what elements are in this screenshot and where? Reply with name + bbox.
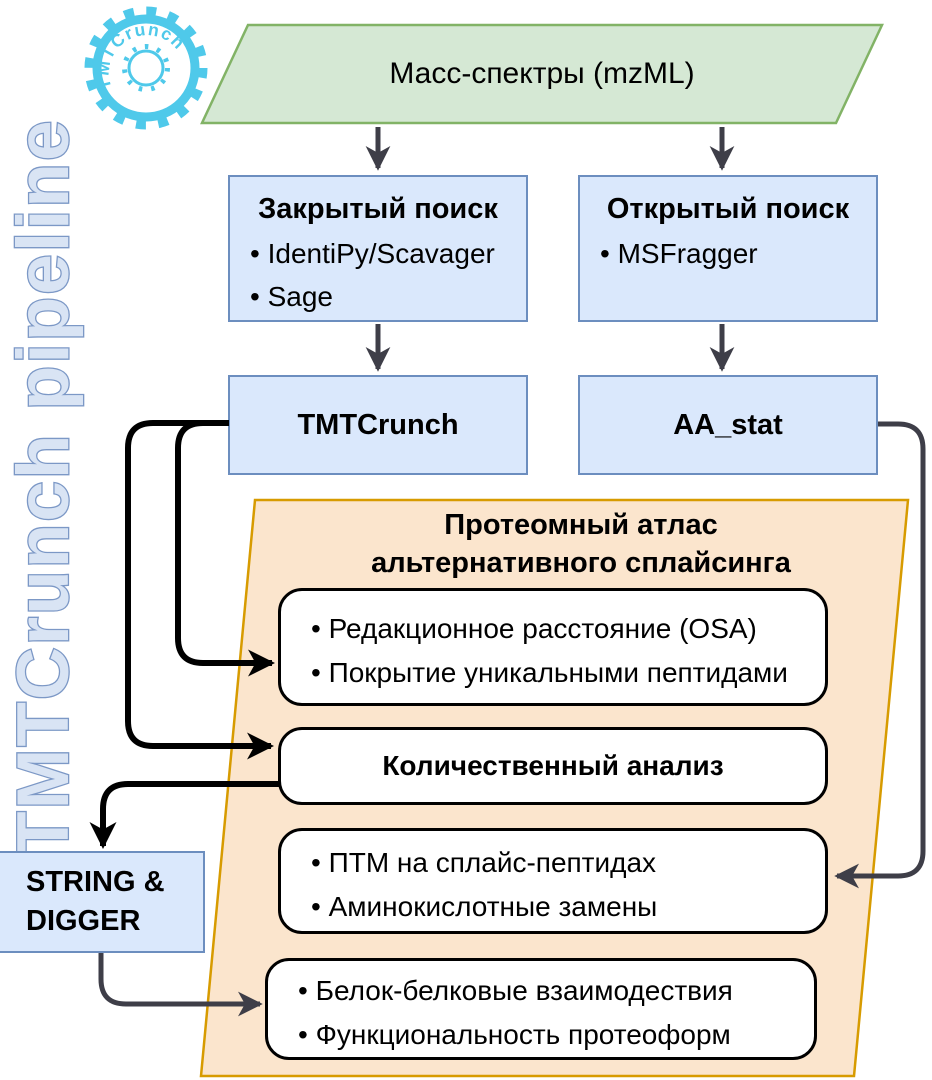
- closed-search-item: IdentiPy/Scavager: [250, 236, 526, 272]
- ptm-item: Аминокислотные замены: [311, 889, 825, 925]
- logo-text: TMTCrunch: [92, 19, 188, 92]
- tmtcrunch-node-label: TMTCrunch: [297, 408, 459, 441]
- ptm-node: ПТМ на сплайс-пептидах Аминокислотные за…: [278, 828, 828, 934]
- arrow-aa-stat-to-ptm: [834, 421, 926, 889]
- ppi-item: Белок-белковые взаимодествия: [298, 973, 814, 1009]
- closed-search-item: Sage: [250, 279, 526, 315]
- aa-stat-node-label: AA_stat: [673, 408, 783, 441]
- quant-node-label: Количественный анализ: [382, 750, 724, 781]
- ppi-node: Белок-белковые взаимодествия Функциональ…: [265, 958, 817, 1060]
- arrow-quant-to-string-digger: [89, 781, 281, 849]
- atlas-title-line2: альтернативного сплайсинга: [371, 547, 791, 579]
- string-digger-label: STRING & DIGGER: [26, 865, 165, 937]
- input-node-label: Масс-спектры (mzML): [389, 57, 695, 90]
- tmtcrunch-logo-icon: TMTCrunch: [84, 6, 208, 130]
- distance-node: Редакционное расстояние (OSA) Покрытие у…: [278, 588, 828, 706]
- vertical-title: TMTCrunch pipeline: [3, 118, 84, 856]
- atlas-title-line1: Протеомный атлас: [444, 509, 718, 541]
- open-search-item: MSFragger: [600, 236, 876, 272]
- closed-search-title: Закрытый поиск: [258, 193, 498, 225]
- quant-node: Количественный анализ: [278, 727, 828, 805]
- string-digger-node: STRING & DIGGER: [0, 851, 205, 953]
- distance-item: Редакционное расстояние (OSA): [311, 611, 825, 647]
- distance-item: Покрытие уникальными пептидами: [311, 655, 825, 691]
- open-search-title: Открытый поиск: [606, 193, 850, 225]
- open-search-node: Открытый поиск MSFragger: [578, 175, 878, 322]
- atlas-title: Протеомный атлас альтернативного сплайси…: [281, 506, 881, 582]
- ptm-item: ПТМ на сплайс-пептидах: [311, 845, 825, 881]
- arrow-string-digger-to-ppi: [98, 953, 263, 1017]
- aa-stat-node: AA_stat: [578, 375, 878, 475]
- closed-search-node: Закрытый поиск IdentiPy/Scavager Sage: [228, 175, 528, 322]
- svg-text:TMTCrunch: TMTCrunch: [92, 19, 189, 92]
- tmtcrunch-node: TMTCrunch: [228, 375, 528, 475]
- ppi-item: Функциональность протеоформ: [298, 1017, 814, 1053]
